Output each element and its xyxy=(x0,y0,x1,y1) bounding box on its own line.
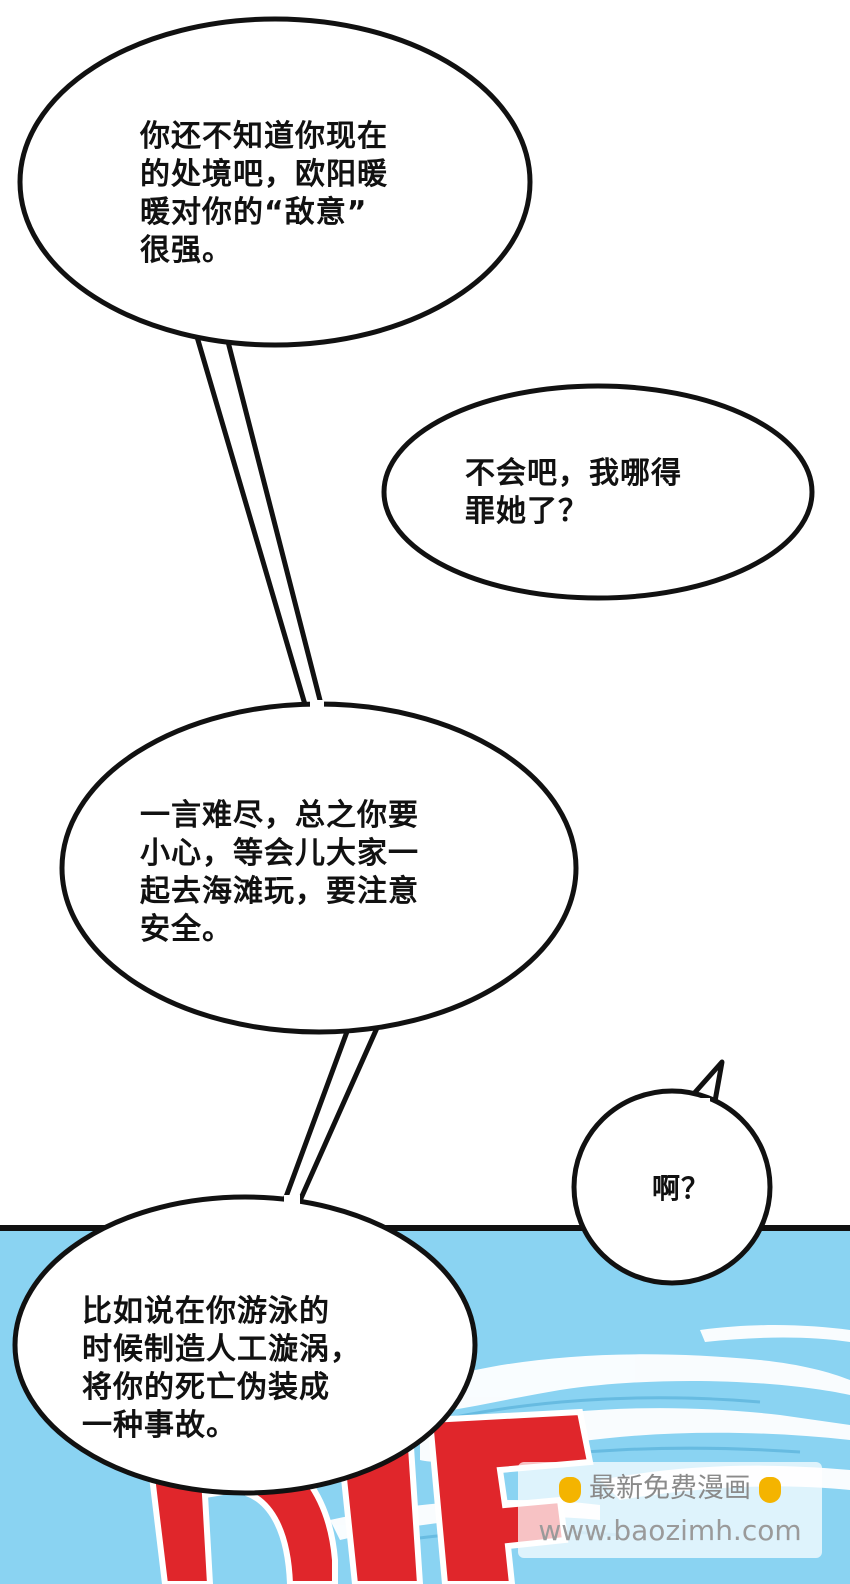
speech-bubble-1-tail xyxy=(192,327,325,711)
speech-bubble-3-tail xyxy=(280,1007,388,1208)
speech-bubble-2 xyxy=(381,383,815,601)
bubble-3-line-2: 小心，等会儿大家一 xyxy=(140,836,419,871)
pointing-hand-icon xyxy=(759,1476,781,1503)
bubble-3-line-3: 起去海滩玩，要注意 xyxy=(140,874,419,909)
bubble-1-line-1: 你还不知道你现在 xyxy=(140,119,388,154)
watermark-url: www.baozimh.com xyxy=(538,1514,802,1547)
bubble-5-line-4: 一种事故。 xyxy=(82,1408,237,1443)
bubble-3-text: 一言难尽，总之你要 小心，等会儿大家一 起去海滩玩，要注意 安全。 xyxy=(140,797,419,949)
bubble-5-text: 比如说在你游泳的 时候制造人工漩涡， 将你的死亡伪装成 一种事故。 xyxy=(82,1293,361,1445)
bubble-5-line-3: 将你的死亡伪装成 xyxy=(82,1370,330,1405)
watermark-line-1: 最新免费漫画 xyxy=(589,1473,751,1504)
bubble-2-line-2: 罪她了？ xyxy=(465,494,589,529)
speech-bubble-4 xyxy=(571,1088,773,1286)
watermark-title: 最新免费漫画 xyxy=(518,1472,822,1506)
bubble-2-line-1: 不会吧，我哪得 xyxy=(465,456,682,491)
bubble-4-text: 啊？ xyxy=(652,1170,710,1208)
speech-bubble-1 xyxy=(17,16,533,348)
pointing-hand-icon xyxy=(559,1476,581,1503)
watermark: 最新免费漫画 www.baozimh.com xyxy=(518,1462,822,1558)
bubble-1-line-4: 很强。 xyxy=(140,233,233,268)
bubble-1-text: 你还不知道你现在 的处境吧，欧阳暖 暖对你的“敌意” 很强。 xyxy=(140,118,388,270)
bubble-3-line-1: 一言难尽，总之你要 xyxy=(140,798,419,833)
bubble-1-line-2: 的处境吧，欧阳暖 xyxy=(140,157,388,192)
bubble-5-line-2: 时候制造人工漩涡， xyxy=(82,1332,361,1367)
speech-bubble-5 xyxy=(12,1194,478,1496)
bubble-3-line-4: 安全。 xyxy=(140,912,233,947)
bubble-5-line-1: 比如说在你游泳的 xyxy=(82,1294,330,1329)
bubble-1-line-3: 暖对你的“敌意” xyxy=(140,195,368,230)
bubble-2-text: 不会吧，我哪得 罪她了？ xyxy=(465,455,682,531)
bubble-4-line-1: 啊？ xyxy=(652,1172,711,1205)
